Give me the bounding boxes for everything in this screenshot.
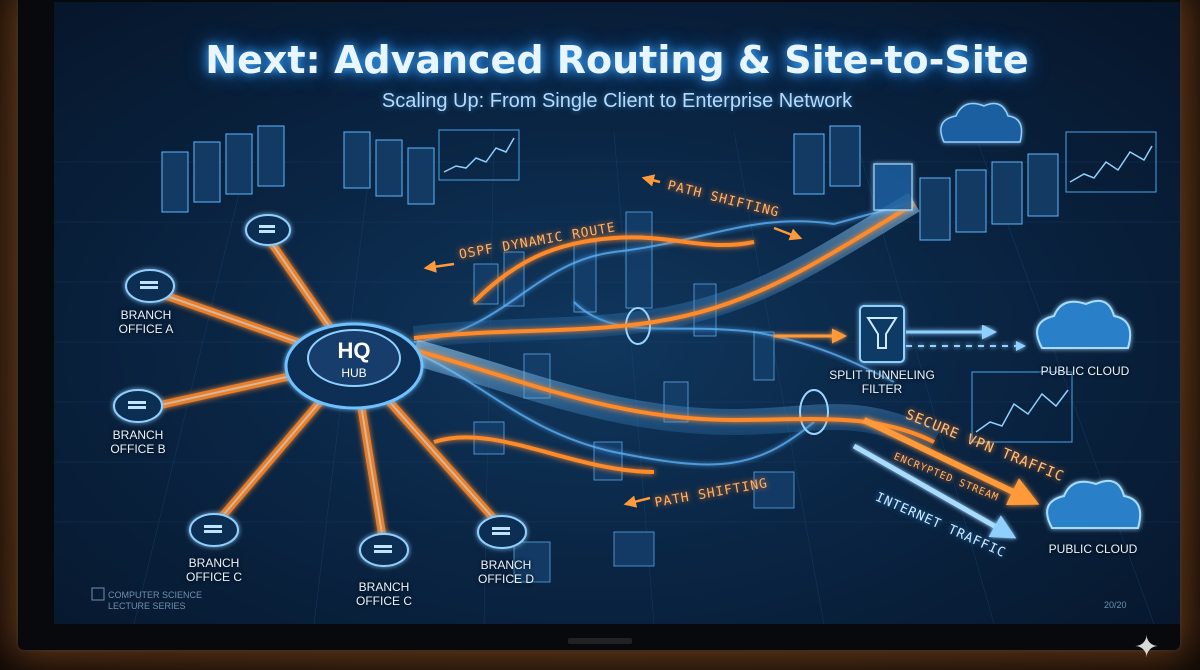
- chart-panel: [438, 129, 520, 181]
- public-cloud-label-2: PUBLIC CLOUD: [1048, 542, 1138, 556]
- tunnel-ring: [799, 389, 829, 435]
- gateway-tower: [873, 163, 913, 211]
- branch-office-d-label: BRANCH OFFICE D: [478, 558, 534, 586]
- server-racks-right: [793, 125, 1059, 241]
- secure-vpn-arrow: [862, 417, 1040, 506]
- network-diagram: [54, 102, 1180, 624]
- internet-traffic-arrow: [852, 443, 1017, 539]
- sparkle-icon: ✦: [1134, 631, 1160, 664]
- branch-office-b-label: BRANCH OFFICE B: [110, 428, 166, 456]
- public-cloud-label-1: PUBLIC CLOUD: [1040, 364, 1130, 378]
- chart-panel-right: [971, 131, 1157, 443]
- lecture-series-label: COMPUTER SCIENCE LECTURE SERIES: [108, 590, 203, 611]
- funnel-icon: [859, 305, 905, 363]
- tv-stand: [568, 638, 632, 644]
- branch-office-c-label: BRANCH OFFICE C: [186, 556, 242, 584]
- public-cloud-icon-2: [1046, 480, 1142, 529]
- split-tunneling-filter-label: SPLIT TUNNELING FILTER: [829, 368, 935, 396]
- branch-office-a-label: BRANCH OFFICE A: [118, 308, 174, 336]
- branch-node-icons: [128, 225, 510, 553]
- public-cloud-icon-1: [1036, 300, 1132, 349]
- slide-title: Next: Advanced Routing & Site-to-Site: [205, 38, 1029, 82]
- label-arrows: [423, 174, 803, 508]
- hub-label-hub: HUB: [341, 366, 367, 380]
- hub-label-hq: HQ: [337, 338, 371, 363]
- slide-subtitle: Scaling Up: From Single Client to Enterp…: [381, 90, 853, 112]
- tv-frame: Next: Advanced Routing & Site-to-Site Sc…: [18, 0, 1180, 650]
- branch-office-c2-label: BRANCH OFFICE C: [356, 580, 412, 608]
- cloud-top-icon: [940, 102, 1023, 143]
- hq-hub-node: [284, 322, 424, 410]
- slide-code-label: 20/20: [1104, 600, 1127, 610]
- lecture-logo-icon: [91, 587, 105, 601]
- slide-screen: Next: Advanced Routing & Site-to-Site Sc…: [54, 2, 1180, 624]
- server-racks-left: [161, 125, 435, 213]
- filter-flow-arrows: [774, 324, 1026, 351]
